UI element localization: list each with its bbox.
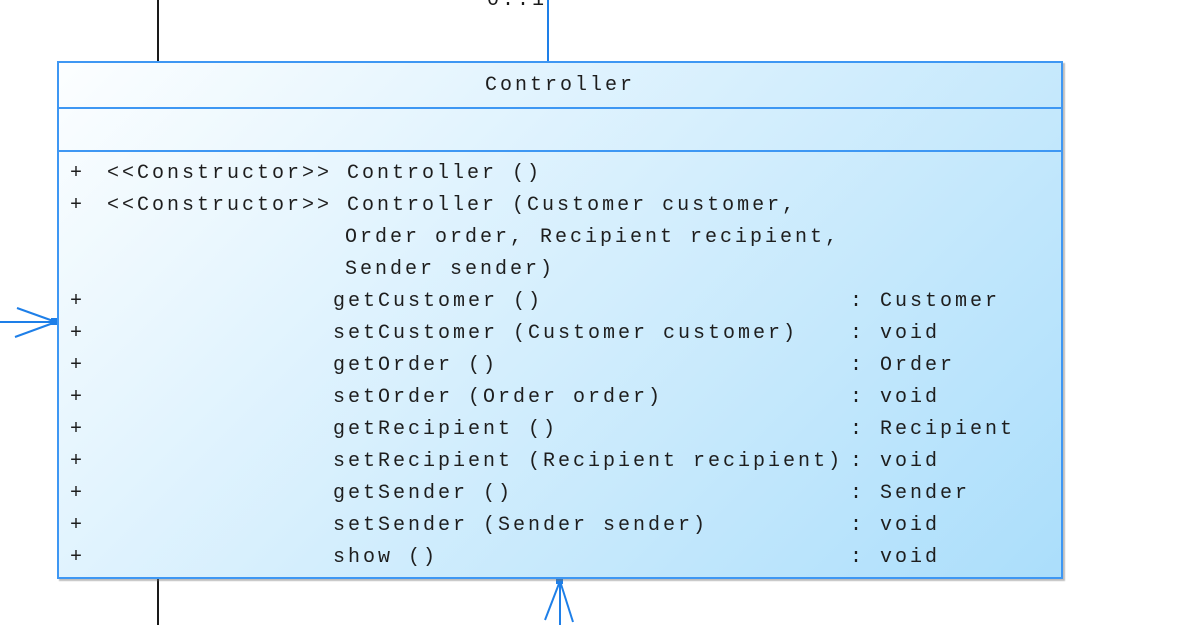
constructor-signature-continuation: Order order, Recipient recipient, [345, 226, 841, 249]
visibility-marker: + [70, 514, 86, 537]
visibility-marker: + [70, 546, 86, 569]
visibility-marker: + [70, 482, 86, 505]
operation-return-type: : void [850, 386, 941, 409]
visibility-marker: + [70, 322, 86, 345]
visibility-marker: + [70, 386, 86, 409]
constructor-signature-continuation: Sender sender) [345, 258, 556, 281]
constructor-signature: <<Constructor>> Controller (Customer cus… [107, 194, 798, 217]
operations-compartment[interactable]: + <<Constructor>> Controller () + <<Constru… [59, 152, 1061, 574]
operation-return-type: : void [850, 546, 941, 569]
operation-row[interactable]: + getRecipient () : Recipient [59, 414, 1061, 446]
operation-signature: show () [333, 546, 439, 569]
constructor-signature: <<Constructor>> Controller () [107, 162, 543, 185]
operation-return-type: : Recipient [850, 418, 1016, 441]
class-box-controller[interactable]: Controller + <<Constructor>> Controller (… [57, 61, 1063, 579]
class-attributes-compartment[interactable] [59, 109, 1061, 152]
operation-row[interactable]: Sender sender) [59, 254, 1061, 286]
operation-signature: setOrder (Order order) [333, 386, 664, 409]
operation-row[interactable]: + <<Constructor>> Controller (Customer cu… [59, 190, 1061, 222]
visibility-marker: + [70, 450, 86, 473]
operation-row[interactable]: + getOrder () : Order [59, 350, 1061, 382]
operation-row[interactable]: + setCustomer (Customer customer) : void [59, 318, 1061, 350]
operation-signature: setRecipient (Recipient recipient) [333, 450, 844, 473]
visibility-marker: + [70, 194, 86, 217]
visibility-marker: + [70, 354, 86, 377]
operation-row[interactable]: + setSender (Sender sender) : void [59, 510, 1061, 542]
operation-return-type: : void [850, 322, 941, 345]
operation-row[interactable]: Order order, Recipient recipient, [59, 222, 1061, 254]
operation-row[interactable]: + setRecipient (Recipient recipient) : voi… [59, 446, 1061, 478]
visibility-marker: + [70, 290, 86, 313]
operation-row[interactable]: + getCustomer () : Customer [59, 286, 1061, 318]
operation-return-type: : void [850, 450, 941, 473]
operation-return-type: : Customer [850, 290, 1001, 313]
operation-signature: getCustomer () [333, 290, 544, 313]
visibility-marker: + [70, 162, 86, 185]
operation-return-type: : Order [850, 354, 956, 377]
operation-signature: setCustomer (Customer customer) [333, 322, 799, 345]
operation-signature: getOrder () [333, 354, 499, 377]
class-title: Controller [484, 73, 636, 97]
left-association-arrow[interactable] [0, 307, 58, 338]
operation-signature: setSender (Sender sender) [333, 514, 709, 537]
operation-row[interactable]: + show () : void [59, 542, 1061, 574]
operation-signature: getSender () [333, 482, 514, 505]
visibility-marker: + [70, 418, 86, 441]
operation-row[interactable]: + getSender () : Sender [59, 478, 1061, 510]
operation-return-type: : Sender [850, 482, 971, 505]
operation-row[interactable]: + setOrder (Order order) : void [59, 382, 1061, 414]
bottom-association-arrow[interactable] [544, 577, 574, 625]
operation-row[interactable]: + <<Constructor>> Controller () [59, 158, 1061, 190]
class-title-compartment[interactable]: Controller [59, 63, 1061, 109]
operation-signature: getRecipient () [333, 418, 559, 441]
multiplicity-label: 0..1 [487, 0, 548, 12]
operation-return-type: : void [850, 514, 941, 537]
